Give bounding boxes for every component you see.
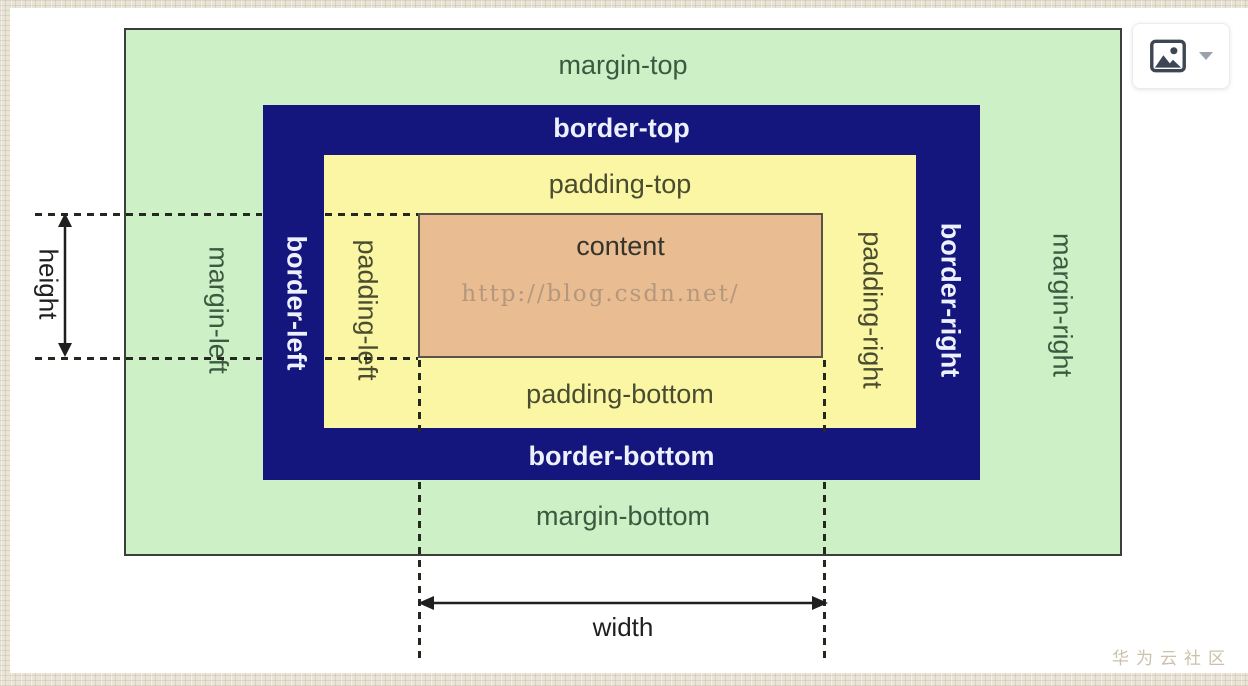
padding-top-label: padding-top bbox=[548, 169, 692, 199]
margin-top-label: margin-top bbox=[558, 50, 688, 80]
margin-left-label: margin-left bbox=[203, 246, 234, 374]
content-left-guide-line bbox=[418, 360, 421, 432]
border-top-label: border-top bbox=[553, 113, 690, 143]
caret-down-icon[interactable] bbox=[1199, 52, 1213, 60]
image-icon bbox=[1150, 39, 1186, 73]
content-bottom-guide-line bbox=[325, 357, 418, 360]
content-left-guide-line bbox=[418, 482, 421, 658]
content-right-guide-line bbox=[823, 482, 826, 658]
content-bottom-guide-line bbox=[35, 357, 262, 360]
content-right-guide-line bbox=[823, 360, 826, 432]
border-right-label: border-right bbox=[935, 222, 966, 378]
csdn-url-watermark: http://blog.csdn.net/ bbox=[461, 281, 740, 307]
margin-box: margin-top margin-bottom margin-left mar… bbox=[124, 28, 1122, 556]
article-canvas: margin-top margin-bottom margin-left mar… bbox=[10, 8, 1248, 673]
padding-right-label: padding-right bbox=[857, 231, 888, 389]
height-arrow bbox=[58, 213, 72, 357]
content-label: content bbox=[576, 231, 665, 261]
padding-bottom-label: padding-bottom bbox=[526, 379, 714, 409]
margin-right-label: margin-right bbox=[1047, 232, 1078, 378]
height-label: height bbox=[33, 248, 64, 320]
image-tool-button[interactable] bbox=[1132, 23, 1230, 89]
width-arrow bbox=[418, 596, 828, 610]
content-box: content http://blog.csdn.net/ bbox=[418, 213, 823, 358]
margin-bottom-label: margin-bottom bbox=[535, 501, 711, 531]
border-left-label: border-left bbox=[281, 235, 312, 371]
community-watermark: 华为云社区 bbox=[1112, 649, 1232, 668]
border-bottom-label: border-bottom bbox=[528, 441, 715, 471]
content-top-guide-line bbox=[325, 213, 418, 216]
content-top-guide-line bbox=[35, 213, 262, 216]
padding-box: padding-top padding-bottom padding-left … bbox=[324, 155, 916, 428]
border-box: border-top border-bottom border-left bor… bbox=[263, 105, 980, 480]
width-label: width bbox=[592, 612, 654, 642]
